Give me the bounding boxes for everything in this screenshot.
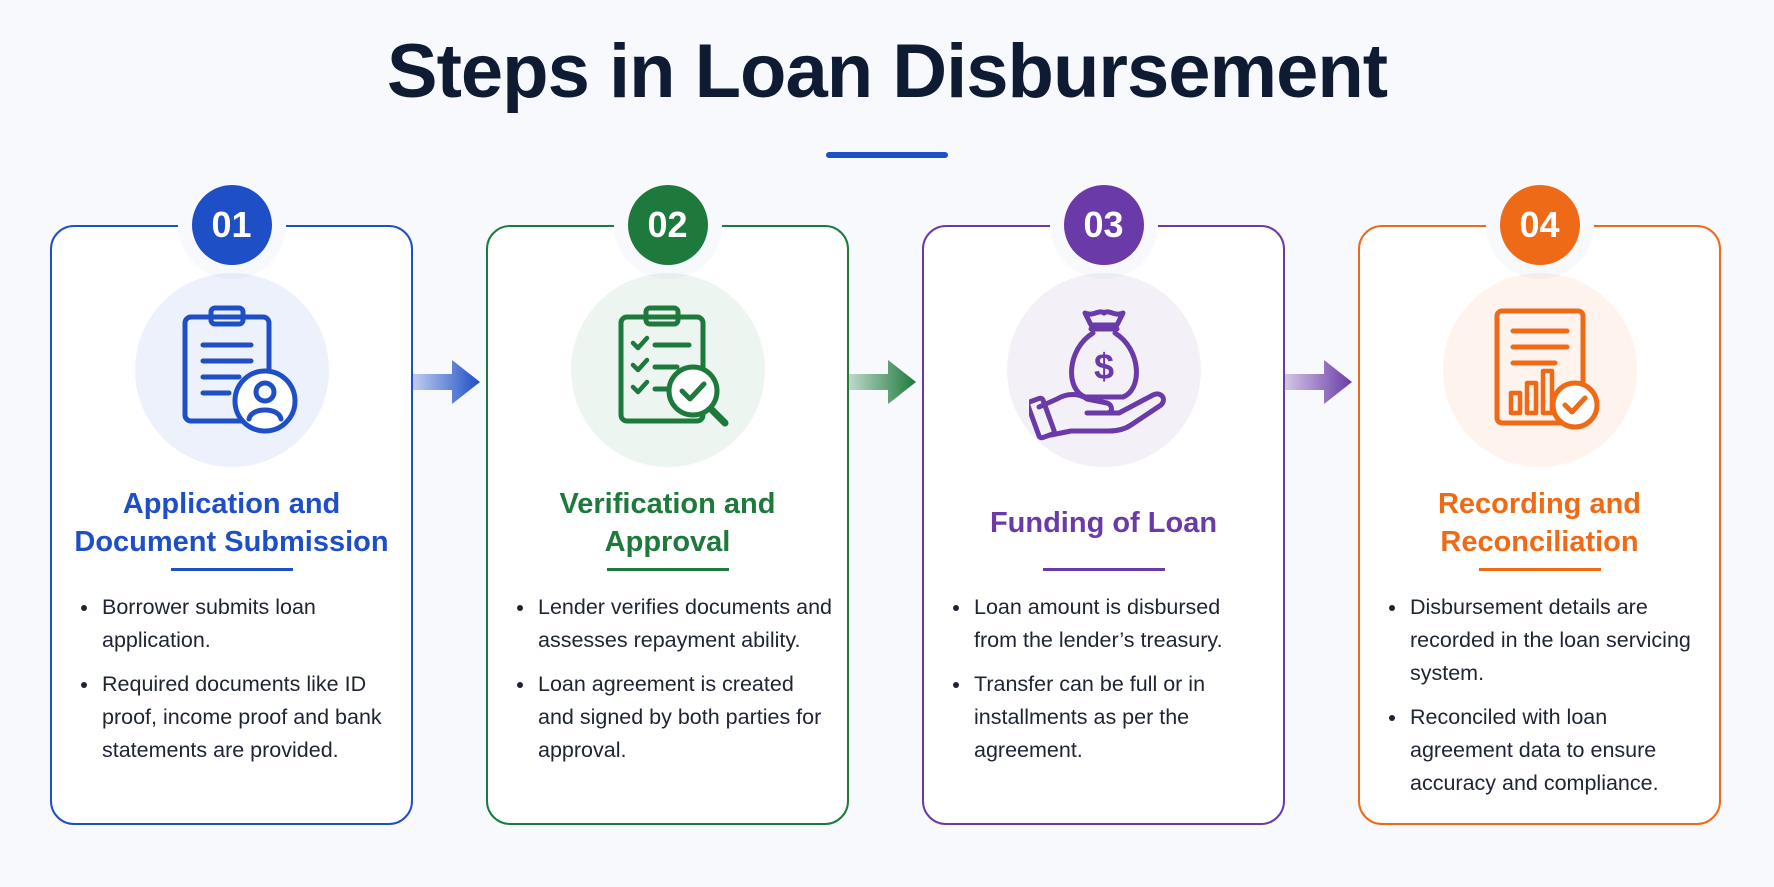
title-divider: [1042, 568, 1165, 571]
icon-circle: [570, 273, 765, 467]
step-title: Recording and Reconciliation: [1437, 488, 1641, 558]
bullet-item: Transfer can be full or in installments …: [950, 668, 1269, 767]
bullet-item: Reconciled with loan agreement data to e…: [1386, 701, 1705, 800]
bullet-item: Borrower submits loan application.: [78, 591, 397, 657]
bullet-item: Lender verifies documents and assesses r…: [514, 591, 833, 657]
svg-text:$: $: [1093, 346, 1113, 387]
bullet-item: Required documents like ID proof, income…: [78, 668, 397, 767]
checklist-magnifier-icon: [618, 305, 728, 427]
money-bag-hand-icon: $: [1028, 309, 1166, 441]
step-card-3: 03 $ Funding of Loan Loan amount is disb…: [922, 185, 1285, 825]
arrow-right-icon: [848, 360, 916, 404]
clipboard-user-icon: [182, 305, 297, 434]
step-title: Application and Document Submission: [74, 488, 389, 558]
step-title: Funding of Loan: [989, 507, 1218, 539]
icon-circle: $: [1006, 273, 1201, 467]
step-title: Verification and Approval: [559, 488, 776, 558]
icon-circle: [134, 273, 329, 467]
arrow-right-icon: [1284, 360, 1352, 404]
bullet-item: Loan agreement is created and signed by …: [514, 668, 833, 767]
step-number-badge: 04: [1499, 185, 1580, 265]
bullet-list: Loan amount is disbursed from the lender…: [950, 591, 1269, 778]
step-number-badge: 03: [1063, 185, 1144, 265]
bullet-list: Lender verifies documents and assesses r…: [514, 591, 833, 778]
step-card-1: 01 Application and Document Submission B…: [50, 185, 413, 825]
arrow-right-icon: [412, 360, 480, 404]
bullet-item: Disbursement details are recorded in the…: [1386, 591, 1705, 690]
title-divider: [606, 568, 729, 571]
bullet-list: Disbursement details are recorded in the…: [1386, 591, 1705, 811]
icon-circle: [1442, 273, 1637, 467]
title-underline: [826, 152, 948, 158]
title-divider: [170, 568, 293, 571]
step-number-badge: 02: [627, 185, 708, 265]
report-chart-check-icon: [1494, 308, 1599, 430]
step-number-badge: 01: [191, 185, 272, 265]
step-card-4: 04 Recording and Reconciliation Disburse…: [1358, 185, 1721, 825]
bullet-item: Loan amount is disbursed from the lender…: [950, 591, 1269, 657]
title-divider: [1478, 568, 1601, 571]
bullet-list: Borrower submits loan application. Requi…: [78, 591, 397, 778]
page-title: Steps in Loan Disbursement: [386, 29, 1388, 114]
step-card-2: 02 Verification and Approval Lender veri…: [486, 185, 849, 825]
